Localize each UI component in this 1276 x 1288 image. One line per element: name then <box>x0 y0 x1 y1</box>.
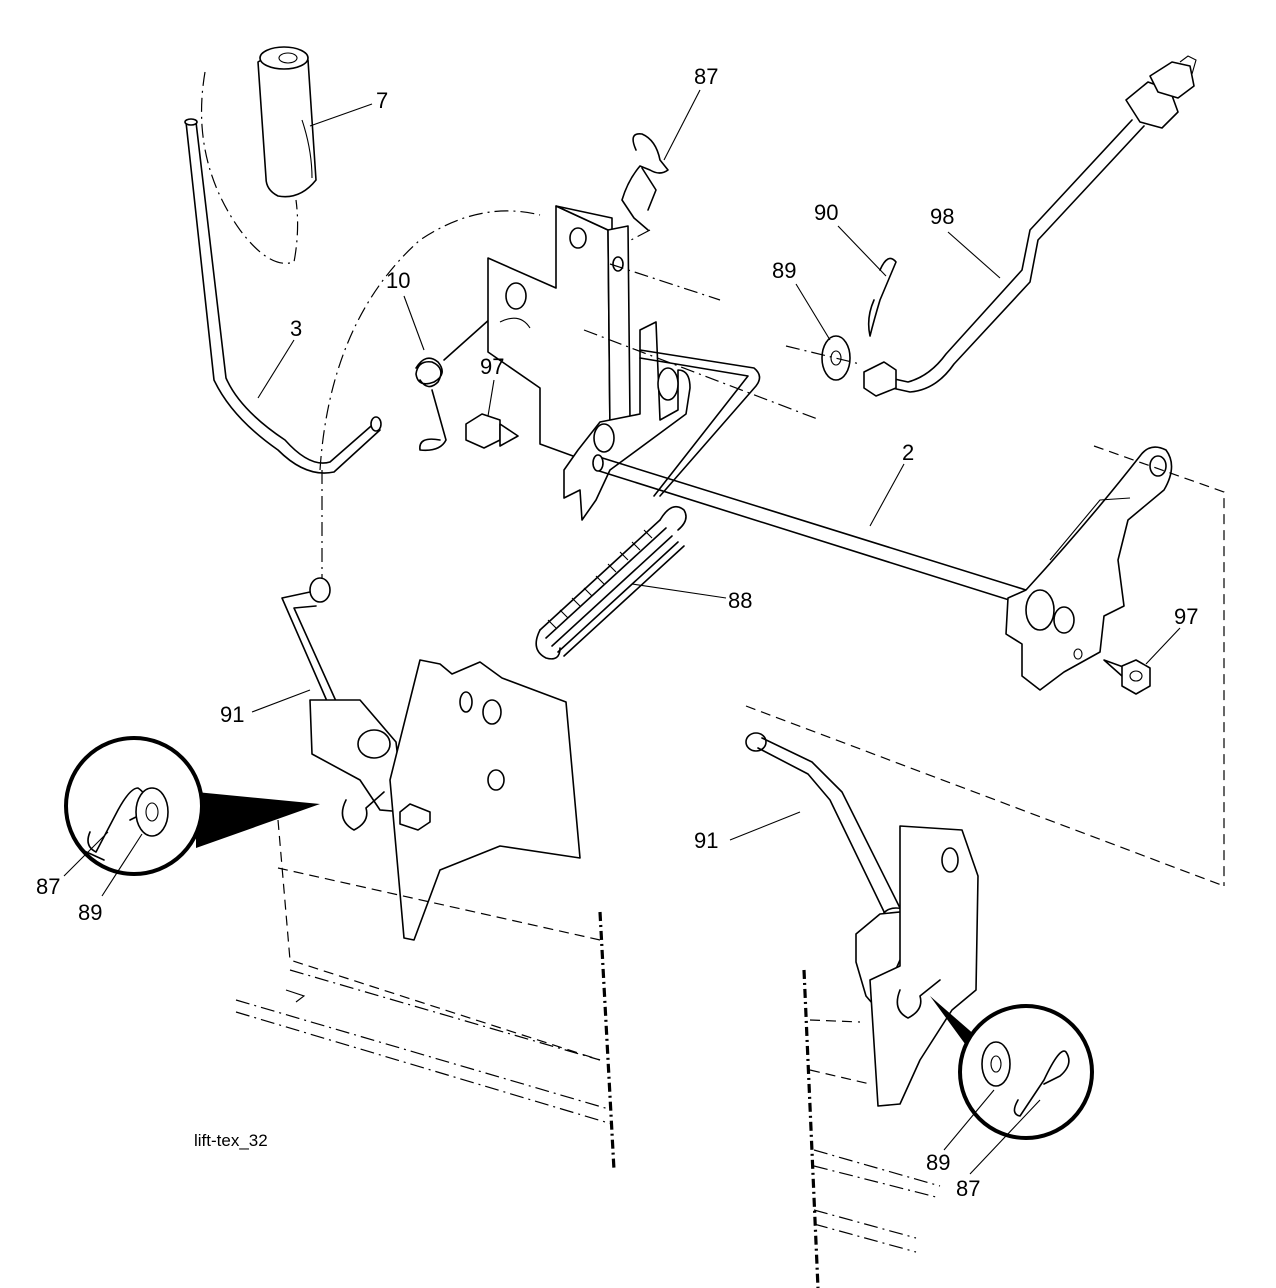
part-91-rod-right <box>745 732 911 929</box>
callout-98: 98 <box>930 204 954 229</box>
right-deck-base <box>802 969 941 1288</box>
right-deck-bracket <box>855 825 979 1107</box>
part-89-washer-top <box>821 335 851 381</box>
part-90-pin-top <box>863 257 897 397</box>
callout-87-inset-left: 87 <box>36 874 60 899</box>
callout-10: 10 <box>386 268 410 293</box>
callout-89-inset-left: 89 <box>78 900 102 925</box>
alignment-line-lever <box>319 210 541 471</box>
part-7-handle-grip <box>257 46 317 198</box>
callout-97-left: 97 <box>480 354 504 379</box>
spring-link-rod <box>639 349 761 497</box>
callout-7: 7 <box>376 88 388 113</box>
spring-link-rod-inner <box>639 357 749 497</box>
callout-88: 88 <box>728 588 752 613</box>
alignment-line-right <box>1093 445 1225 886</box>
callout-87-top: 87 <box>694 64 718 89</box>
callout-89-inset-right: 89 <box>926 1150 950 1175</box>
callout-87-inset-right: 87 <box>956 1176 980 1201</box>
part-88-extension-spring <box>535 505 687 660</box>
leader-lines <box>63 89 1181 1175</box>
alignment-line-bracket <box>609 263 721 301</box>
callout-2: 2 <box>902 440 914 465</box>
inset-detail-left <box>64 736 320 876</box>
part-97-bolt-right <box>1103 659 1151 695</box>
part-3-lift-lever <box>184 118 382 474</box>
part-97-bolt-left <box>465 413 519 449</box>
callout-3: 3 <box>290 316 302 341</box>
callout-97-right: 97 <box>1174 604 1198 629</box>
alignment-line-right-base <box>745 705 1225 887</box>
left-deck-base <box>235 819 616 1171</box>
callout-91-left: 91 <box>220 702 244 727</box>
diagram-caption: lift-tex_32 <box>194 1131 268 1150</box>
main-lift-bracket <box>487 205 631 461</box>
alignment-line-washer-top <box>785 345 861 365</box>
alignment-line-grip <box>200 71 299 264</box>
callout-89-top: 89 <box>772 258 796 283</box>
inset-detail-right <box>930 996 1094 1140</box>
callout-90: 90 <box>814 200 838 225</box>
part-87-hair-pin-top <box>621 133 669 231</box>
alignment-line-pivot <box>583 329 821 421</box>
part-98-adjust-rod <box>889 55 1197 393</box>
left-deck-bracket <box>309 659 581 941</box>
callout-91-right: 91 <box>694 828 718 853</box>
right-lift-arm <box>1005 446 1173 691</box>
part-2-cross-shaft <box>592 454 1027 605</box>
